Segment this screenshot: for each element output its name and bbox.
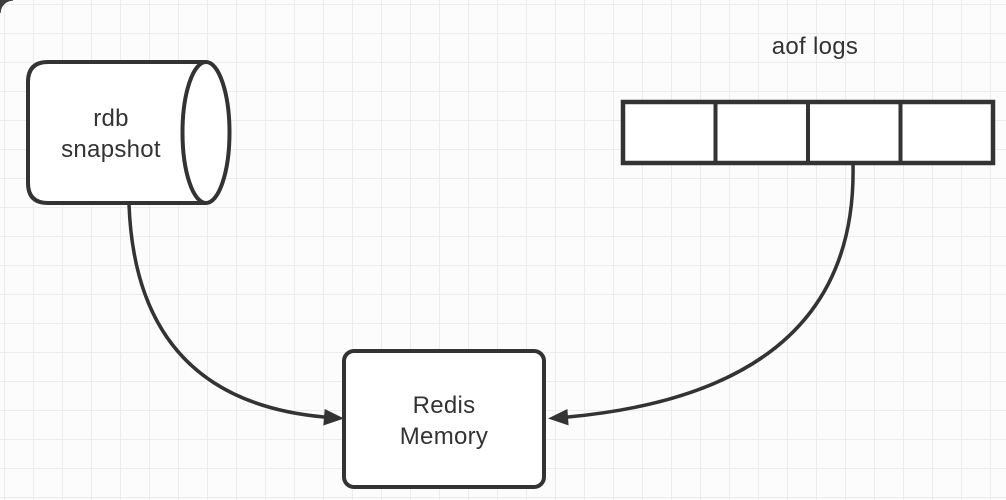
rdb-cylinder-body [26, 60, 208, 205]
arrow-rdb-head [323, 409, 344, 426]
rdb-cylinder-shape [26, 60, 232, 205]
redis-memory-label-line2: Memory [399, 423, 489, 450]
arrow-rdb-to-redis [127, 202, 344, 426]
rdb-cylinder-end-ellipse [180, 60, 232, 205]
redis-memory-label-line1: Redis [412, 392, 476, 419]
arrow-aof-head [548, 409, 569, 426]
aof-logs-label: aof logs [771, 33, 859, 60]
arrow-aof-to-redis [548, 162, 855, 426]
rdb-snapshot-label-line1: rdb [93, 105, 129, 132]
redis-memory-label: Redis Memory [344, 390, 544, 452]
rdb-snapshot-label-line2: snapshot [61, 136, 161, 163]
redis-memory-box [342, 349, 546, 489]
window-corner [0, 0, 13, 13]
rdb-snapshot-label: rdb snapshot [11, 103, 211, 165]
aof-logs-shape [620, 99, 996, 166]
arrow-aof-curve [566, 162, 855, 419]
arrow-rdb-curve [127, 202, 326, 419]
